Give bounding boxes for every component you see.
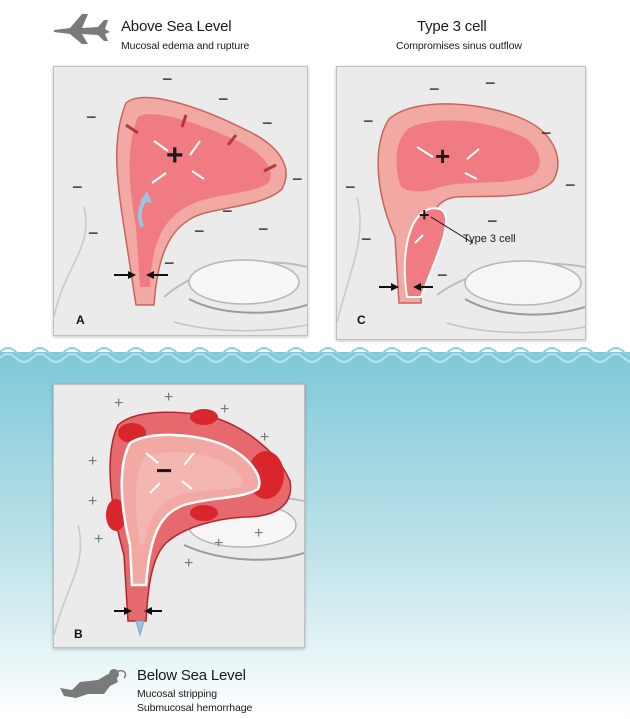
big-plus-c: +	[435, 141, 450, 172]
minus-sign: −	[222, 201, 233, 222]
minus-sign: −	[72, 177, 83, 198]
minus-sign: −	[292, 169, 303, 190]
minus-sign: −	[363, 111, 374, 132]
plus-sign: +	[220, 401, 229, 419]
minus-sign: −	[487, 211, 498, 232]
minus-sign: −	[262, 113, 273, 134]
plus-sign: +	[254, 525, 263, 543]
above-subtitle: Mucosal edema and rupture	[121, 40, 249, 52]
plus-sign: +	[88, 493, 97, 511]
small-plus-c: +	[419, 205, 430, 226]
diver-icon	[58, 668, 130, 702]
airplane-icon	[52, 8, 114, 44]
panel-label-a: A	[76, 313, 85, 327]
minus-sign: −	[429, 79, 440, 100]
minus-sign: −	[565, 175, 576, 196]
below-subtitle-1: Mucosal stripping	[137, 688, 217, 700]
plus-sign: +	[260, 429, 269, 447]
plus-sign: +	[164, 389, 173, 407]
panel-a: + − − − − − − − − − − − A	[53, 66, 308, 336]
panel-label-b: B	[74, 627, 83, 641]
minus-sign: −	[361, 229, 372, 250]
plus-sign: +	[214, 535, 223, 553]
minus-sign: −	[541, 123, 552, 144]
plus-sign: +	[184, 555, 193, 573]
minus-sign: −	[485, 73, 496, 94]
minus-sign: −	[162, 69, 173, 90]
type3-title: Type 3 cell	[417, 18, 487, 35]
below-title: Below Sea Level	[137, 667, 246, 684]
panel-c-drawing	[337, 67, 585, 339]
plus-sign: +	[114, 395, 123, 413]
plus-sign: +	[94, 531, 103, 549]
type3-subtitle: Compromises sinus outflow	[396, 40, 522, 52]
panel-b: − + + + + + + + + + + B	[53, 384, 305, 648]
above-title: Above Sea Level	[121, 18, 231, 35]
minus-sign: −	[258, 219, 269, 240]
minus-sign: −	[218, 89, 229, 110]
big-minus-b: −	[156, 455, 172, 487]
minus-sign: −	[194, 221, 205, 242]
big-plus-a: +	[166, 139, 184, 173]
minus-sign: −	[164, 253, 175, 274]
minus-sign: −	[437, 265, 448, 286]
type3-callout-label: Type 3 cell	[463, 233, 516, 245]
minus-sign: −	[88, 223, 99, 244]
minus-sign: −	[345, 177, 356, 198]
panel-c: + + Type 3 cell − − − − − − − − − C	[336, 66, 586, 340]
below-subtitle-2: Submucosal hemorrhage	[137, 702, 252, 714]
plus-sign: +	[88, 453, 97, 471]
minus-sign: −	[86, 107, 97, 128]
panel-b-drawing	[54, 385, 304, 647]
panel-label-c: C	[357, 313, 366, 327]
